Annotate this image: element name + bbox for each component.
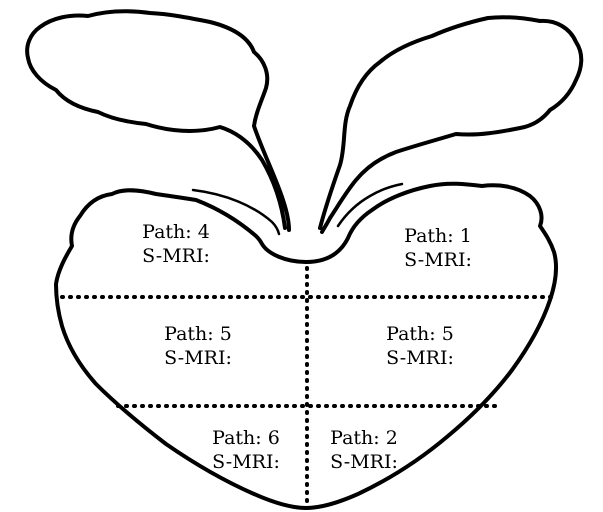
left-ejaculatory-duct <box>191 188 281 236</box>
smri-label: S-MRI: <box>386 347 454 369</box>
region-lower-right: Path: 2 S-MRI: <box>314 426 414 474</box>
region-middle-left: Path: 5 S-MRI: <box>148 322 248 370</box>
path-label: Path: 5 <box>386 323 454 345</box>
smri-label: S-MRI: <box>212 451 280 473</box>
right-seminal-vesicle <box>318 15 584 234</box>
right-ejaculatory-duct <box>336 182 404 228</box>
smri-label: S-MRI: <box>404 249 472 271</box>
smri-label: S-MRI: <box>164 347 232 369</box>
region-upper-left: Path: 4 S-MRI: <box>126 220 226 268</box>
path-label: Path: 6 <box>212 427 280 449</box>
smri-label: S-MRI: <box>142 245 210 267</box>
path-label: Path: 4 <box>142 221 210 243</box>
region-upper-right: Path: 1 S-MRI: <box>388 224 488 272</box>
smri-label: S-MRI: <box>330 451 398 473</box>
prostate-outline <box>54 181 559 510</box>
region-middle-right: Path: 5 S-MRI: <box>370 322 470 370</box>
path-label: Path: 5 <box>164 323 232 345</box>
path-label: Path: 1 <box>404 225 472 247</box>
left-seminal-vesicle <box>25 9 291 232</box>
path-label: Path: 2 <box>330 427 398 449</box>
region-lower-left: Path: 6 S-MRI: <box>196 426 296 474</box>
